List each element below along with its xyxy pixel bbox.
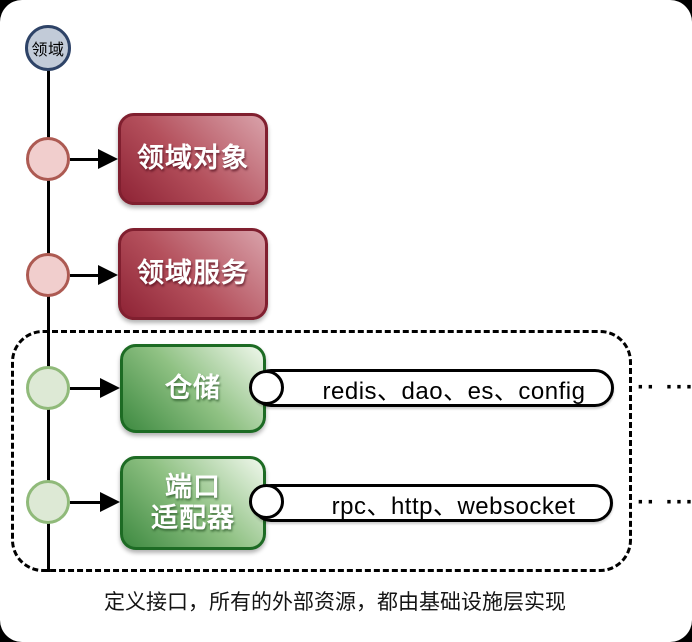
ellipsis-dots: ·· ··· xyxy=(637,489,692,516)
port-adapter-box: 端口 适配器 xyxy=(120,456,266,550)
repository-pill-label: redis、dao、es、config xyxy=(322,377,586,405)
domain-service-label: 领域服务 xyxy=(137,258,249,289)
arrow-head-icon xyxy=(100,492,120,512)
arrow-shaft xyxy=(70,157,98,161)
arrow-shaft xyxy=(70,273,98,277)
port-adapter-pill: rpc、http、websocket xyxy=(252,484,613,522)
arrow-repository xyxy=(70,378,120,398)
branch-node-port-adapter xyxy=(26,480,70,524)
port-adapter-pill-label: rpc、http、websocket xyxy=(331,492,576,520)
domain-service-box: 领域服务 xyxy=(118,228,268,320)
pill-connector-circle xyxy=(249,370,284,405)
domain-root-label: 领域 xyxy=(31,42,65,59)
repository-box: 仓储 xyxy=(120,344,266,433)
arrow-domain-object xyxy=(70,149,118,169)
branch-node-domain-object xyxy=(26,137,70,181)
domain-root-node: 领域 xyxy=(25,25,71,71)
infrastructure-boundary xyxy=(11,330,632,572)
arrow-head-icon xyxy=(100,378,120,398)
port-adapter-label: 端口 适配器 xyxy=(151,471,235,533)
ellipsis-dots: ·· ··· xyxy=(637,374,692,401)
arrow-head-icon xyxy=(98,265,118,285)
repository-pill: redis、dao、es、config xyxy=(252,369,614,407)
arrow-head-icon xyxy=(98,149,118,169)
arrow-shaft xyxy=(70,386,100,390)
domain-object-box: 领域对象 xyxy=(118,113,268,205)
arrow-shaft xyxy=(70,500,100,504)
caption: 定义接口，所有的外部资源，都由基础设施层实现 xyxy=(104,591,566,614)
arrow-port-adapter xyxy=(70,492,120,512)
domain-object-label: 领域对象 xyxy=(137,143,249,174)
branch-node-repository xyxy=(26,366,70,410)
repository-label: 仓储 xyxy=(165,372,221,403)
arrow-domain-service xyxy=(70,265,118,285)
trunk-line xyxy=(47,70,50,572)
pill-connector-circle xyxy=(249,484,284,519)
branch-node-domain-service xyxy=(26,253,70,297)
